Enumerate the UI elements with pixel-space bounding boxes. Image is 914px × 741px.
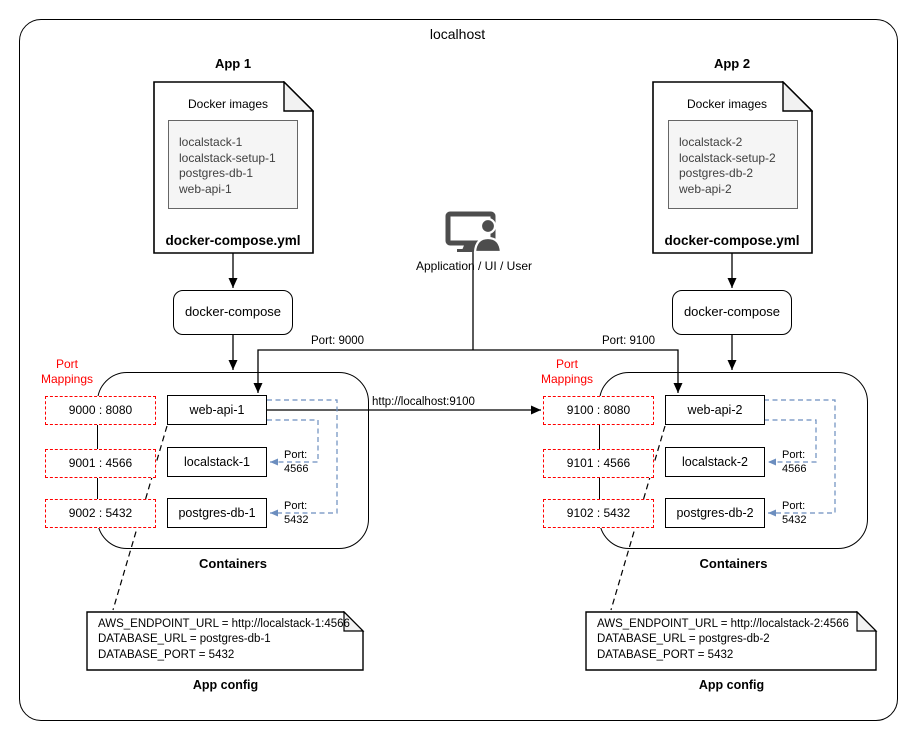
app-config-caption-right: App config — [698, 678, 765, 692]
arrow-user-to-webapi2 — [473, 349, 683, 393]
localhost-boundary — [19, 19, 898, 721]
port-mapping-box: 9000 : 8080 — [45, 396, 156, 425]
image-item: web-api-1 — [179, 181, 232, 196]
container-web-api-right: web-api-2 — [665, 395, 765, 425]
port-mapping-box: 9102 : 5432 — [543, 499, 654, 528]
docker-images-list-left: localstack-1 localstack-setup-1 postgres… — [168, 120, 298, 209]
note-fold-icon — [782, 81, 813, 112]
app-config-caption-left: App config — [192, 678, 259, 692]
app-config-text-left: AWS_ENDPOINT_URL = http://localstack-1:4… — [98, 618, 350, 661]
app-config-note-right — [585, 611, 878, 671]
note-fold-icon — [343, 611, 365, 632]
port-mapping-box: 9002 : 5432 — [45, 499, 156, 528]
image-item: localstack-setup-1 — [179, 150, 276, 165]
diagram-title: localhost — [429, 26, 486, 42]
internal-port-label: Port: 4566 — [284, 449, 309, 475]
image-item: postgres-db-2 — [679, 166, 754, 180]
container-postgres-left: postgres-db-1 — [167, 498, 267, 528]
note-fold-icon — [283, 81, 314, 112]
arrow-user-to-webapi1 — [253, 349, 473, 393]
inbound-port-label-left: Port: 9000 — [311, 335, 365, 347]
monitor-user-icon — [445, 211, 503, 254]
internal-port-label: Port: 4566 — [782, 449, 807, 475]
blue-link-webapi2-localstack — [764, 419, 817, 466]
compose-file-caption-left: docker-compose.yml — [165, 233, 301, 248]
image-item: localstack-1 — [179, 135, 243, 149]
container-web-api-left: web-api-1 — [167, 395, 267, 425]
internal-port-label: Port: 5432 — [284, 500, 309, 526]
image-item: web-api-2 — [679, 181, 732, 196]
app-config-note-left — [86, 611, 365, 671]
port-mappings-title-left: Port Mappings — [40, 357, 94, 386]
blue-link-webapi2-postgres — [764, 399, 836, 517]
app1-title: App 1 — [214, 56, 252, 71]
image-item: localstack-setup-2 — [679, 150, 776, 165]
container-postgres-right: postgres-db-2 — [665, 498, 765, 528]
internal-port-label: Port: 5432 — [782, 500, 807, 526]
docker-images-label-right: Docker images — [686, 97, 768, 111]
app-config-text-right: AWS_ENDPOINT_URL = http://localstack-2:4… — [597, 618, 849, 661]
app2-title: App 2 — [713, 56, 751, 71]
port-mappings-title-right: Port Mappings — [540, 357, 594, 386]
containers-caption-left: Containers — [199, 556, 267, 571]
containers-caption-right: Containers — [699, 556, 768, 571]
container-localstack-right: localstack-2 — [665, 447, 765, 477]
blue-link-webapi1-postgres — [267, 399, 338, 517]
note-fold-icon — [856, 611, 878, 632]
image-item: localstack-2 — [679, 135, 743, 149]
inbound-port-label-right: Port: 9100 — [602, 335, 656, 347]
port-mapping-box: 9101 : 4566 — [543, 449, 654, 478]
user-label: Application / UI / User — [415, 259, 533, 273]
docker-images-list-right: localstack-2 localstack-setup-2 postgres… — [668, 120, 798, 209]
port-mapping-box: 9001 : 4566 — [45, 449, 156, 478]
cross-app-url-label: http://localhost:9100 — [372, 396, 475, 408]
container-localstack-left: localstack-1 — [167, 447, 267, 477]
docker-images-label-left: Docker images — [187, 97, 269, 111]
docker-compose-box-right: docker-compose — [672, 290, 792, 335]
compose-file-caption-right: docker-compose.yml — [664, 233, 800, 248]
port-mapping-box: 9100 : 8080 — [543, 396, 654, 425]
blue-link-webapi1-localstack — [267, 419, 319, 466]
image-item: postgres-db-1 — [179, 166, 254, 180]
docker-compose-box-left: docker-compose — [173, 290, 293, 335]
